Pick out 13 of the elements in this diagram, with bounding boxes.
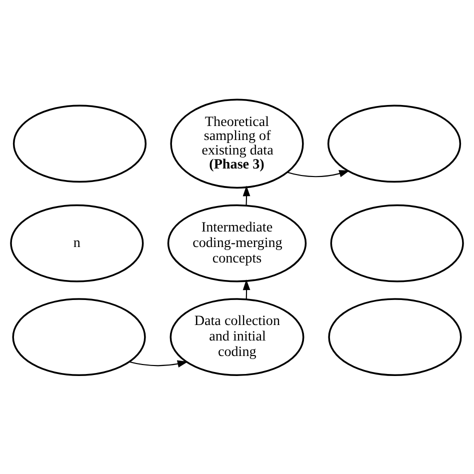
node-ellipse: n	[10, 204, 144, 282]
arrow	[129, 360, 188, 368]
arrow	[286, 170, 350, 177]
node-ellipse	[327, 104, 462, 182]
node-ellipse	[12, 298, 146, 376]
node-ellipse	[12, 104, 147, 182]
arrow	[242, 278, 250, 299]
arrow	[242, 185, 250, 205]
node-ellipse	[330, 204, 464, 282]
node-ellipse	[328, 298, 462, 376]
node-ellipse: Data collection and initial coding	[170, 298, 304, 376]
node-ellipse: Intermediate coding-merging concepts	[167, 204, 307, 282]
node-ellipse: Theoretical sampling of existing data (Phase 3)	[170, 98, 304, 188]
